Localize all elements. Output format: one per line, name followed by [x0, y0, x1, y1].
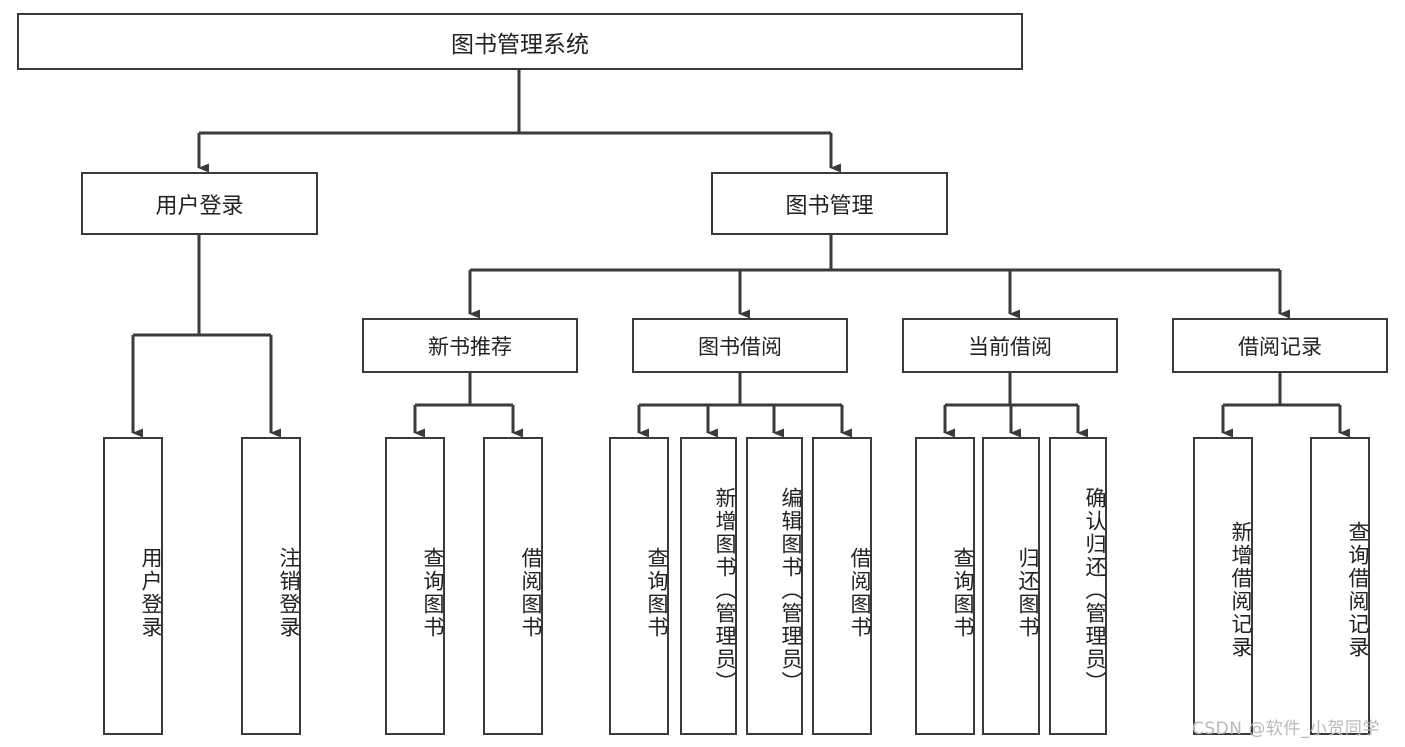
node-label: 确认归还（管理员） — [1083, 486, 1107, 694]
leaf-current-borrow-query-book[interactable]: 查询图书 — [915, 437, 975, 735]
node-label: 编辑图书（管理员） — [779, 486, 803, 694]
node-book-management[interactable]: 图书管理 — [711, 172, 948, 235]
node-label: 查询图书 — [421, 547, 445, 639]
node-label: 用户登录 — [155, 193, 244, 219]
node-current-borrow[interactable]: 当前借阅 — [902, 318, 1118, 373]
node-label: 图书借阅 — [698, 334, 782, 359]
node-label: 新书推荐 — [428, 334, 512, 359]
node-label: 查询图书 — [951, 547, 975, 639]
node-label: 新增图书（管理员） — [713, 486, 737, 694]
node-label: 图书管理 — [785, 193, 874, 219]
leaf-user-login-logout[interactable]: 注销登录 — [241, 437, 301, 735]
leaf-book-borrow-query-book[interactable]: 查询图书 — [609, 437, 669, 735]
node-label: 查询图书 — [645, 547, 669, 639]
leaf-book-borrow-borrow-book[interactable]: 借阅图书 — [812, 437, 872, 735]
leaf-current-borrow-return-book[interactable]: 归还图书 — [982, 437, 1040, 735]
node-label: 图书管理系统 — [451, 31, 589, 58]
node-label: 用户登录 — [139, 547, 163, 639]
node-label: 借阅图书 — [848, 547, 872, 639]
node-label: 当前借阅 — [968, 334, 1052, 359]
node-label: 归还图书 — [1016, 547, 1040, 639]
node-label: 注销登录 — [277, 547, 301, 639]
leaf-book-borrow-add-book-admin[interactable]: 新增图书（管理员） — [680, 437, 737, 735]
node-label: 借阅图书 — [519, 547, 543, 639]
node-borrow-record[interactable]: 借阅记录 — [1172, 318, 1388, 373]
watermark-csdn: CSDN @软件_小贺同学 — [1192, 719, 1380, 739]
leaf-user-login-login[interactable]: 用户登录 — [103, 437, 163, 735]
node-book-borrow[interactable]: 图书借阅 — [632, 318, 848, 373]
leaf-new-book-query-book[interactable]: 查询图书 — [385, 437, 445, 735]
node-label: 新增借阅记录 — [1229, 521, 1253, 659]
node-user-login[interactable]: 用户登录 — [81, 172, 318, 235]
leaf-new-book-borrow-book[interactable]: 借阅图书 — [483, 437, 543, 735]
node-label: 查询借阅记录 — [1346, 521, 1370, 659]
leaf-current-borrow-confirm-return-admin[interactable]: 确认归还（管理员） — [1049, 437, 1107, 735]
leaf-book-borrow-edit-book-admin[interactable]: 编辑图书（管理员） — [746, 437, 803, 735]
node-new-book-recommend[interactable]: 新书推荐 — [362, 318, 578, 373]
leaf-borrow-record-query-record[interactable]: 查询借阅记录 — [1310, 437, 1370, 735]
node-label: 借阅记录 — [1238, 334, 1322, 359]
leaf-borrow-record-add-record[interactable]: 新增借阅记录 — [1193, 437, 1253, 735]
node-root-book-management-system[interactable]: 图书管理系统 — [17, 13, 1023, 70]
